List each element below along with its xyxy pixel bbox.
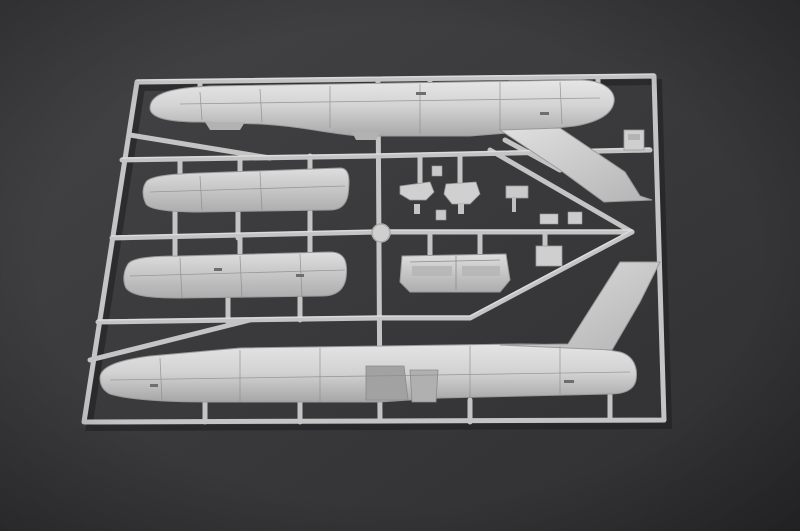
vignette bbox=[0, 0, 800, 531]
photo-scene bbox=[0, 0, 800, 531]
